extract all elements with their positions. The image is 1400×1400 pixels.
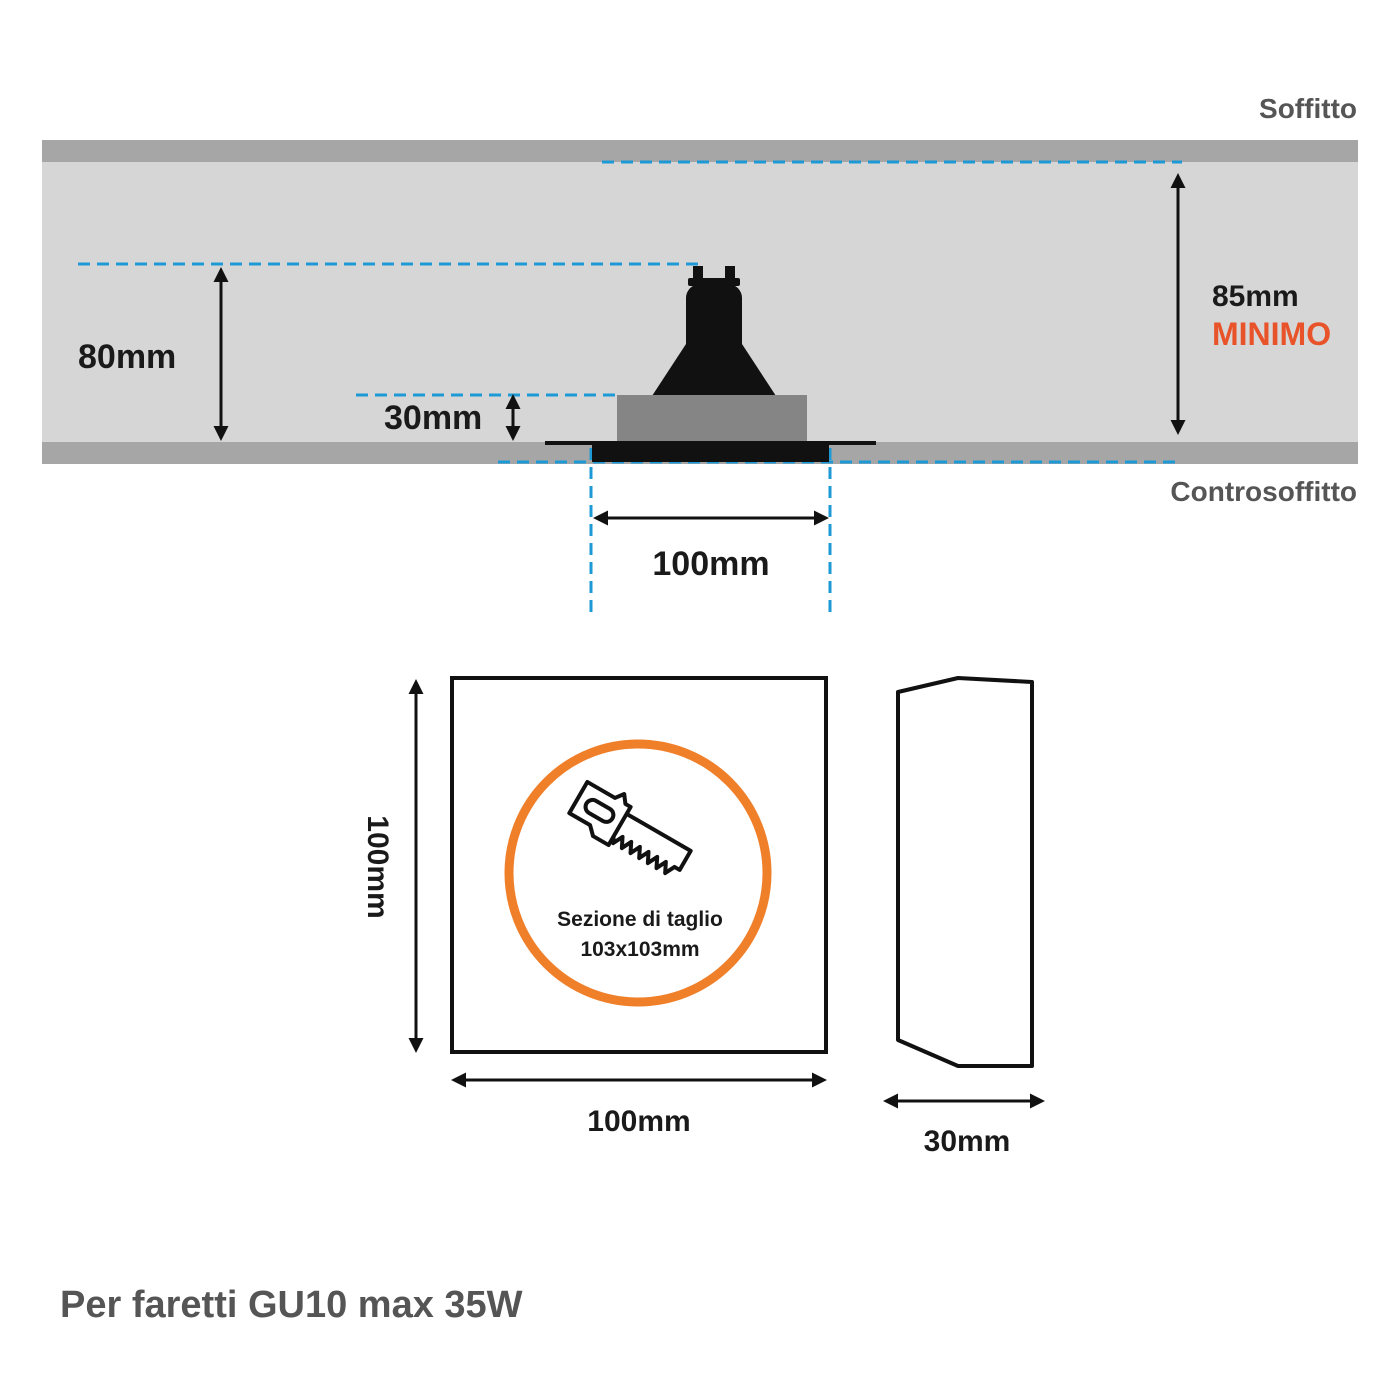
cut-title: Sezione di taglio [557, 908, 723, 931]
front-view-outline [450, 676, 828, 1054]
min-depth-value: 85mm [1212, 280, 1299, 313]
side-depth-label: 30mm [924, 1125, 1011, 1158]
frame-flange [545, 441, 876, 445]
spotlight-fixture [545, 266, 876, 462]
frame-trim [592, 444, 829, 462]
hole-width-label: 100mm [652, 545, 769, 583]
bottom-dimension-arrows [408, 679, 1045, 1109]
gu10-bulb-icon [652, 266, 776, 396]
ceiling-slab [42, 140, 1358, 162]
false-ceiling-label: Controsoffitto [1170, 476, 1357, 507]
ceiling-label: Soffitto [1259, 93, 1357, 124]
side-view-outline [896, 676, 1034, 1068]
lamp-height-label: 80mm [78, 338, 176, 376]
product-note: Per faretti GU10 max 35W [60, 1284, 523, 1326]
front-width-label: 100mm [587, 1105, 690, 1138]
cut-size: 103x103mm [580, 938, 699, 961]
min-depth-note: MINIMO [1212, 316, 1331, 352]
dimension-arrows [213, 173, 1186, 526]
frame-housing [617, 395, 807, 443]
front-view: Sezione di taglio 103x103mm [450, 676, 828, 1054]
front-height-label: 100mm [361, 815, 394, 918]
guide-lines [78, 160, 1182, 616]
frame-depth-label: 30mm [384, 399, 482, 437]
saw-icon [567, 779, 693, 876]
cut-section-badge [504, 739, 772, 1007]
